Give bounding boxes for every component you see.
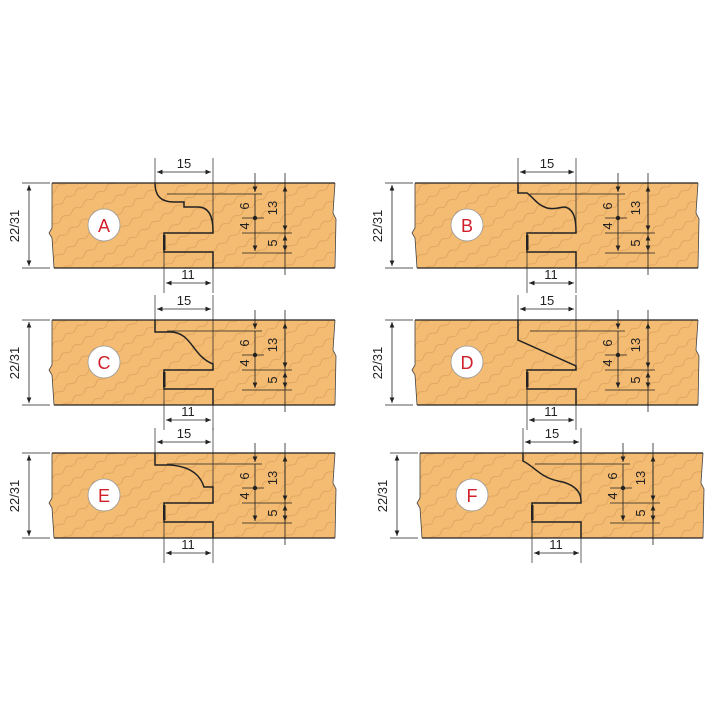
- depth-4-label: 4: [600, 222, 615, 229]
- width-bottom-label: 11: [181, 537, 195, 552]
- thickness-label: 22/31: [375, 480, 390, 513]
- width-bottom-label: 11: [544, 267, 558, 282]
- label-circle: [455, 478, 489, 512]
- board-right-edge: [332, 319, 337, 406]
- total-depth-label: 13: [265, 338, 280, 352]
- depth-6-label: 6: [600, 202, 615, 209]
- board-right-edge: [332, 182, 337, 269]
- board-right-edge: [700, 452, 705, 539]
- width-bottom-label: 11: [181, 267, 195, 282]
- panel-letter: B: [461, 216, 473, 236]
- reference-dot: [620, 485, 626, 491]
- reference-dot: [252, 485, 258, 491]
- width-top-label: 15: [540, 293, 554, 308]
- wood-grain: [49, 320, 336, 405]
- reference-dot: [615, 352, 621, 358]
- panel-letter: C: [98, 353, 111, 373]
- groove-slot: [163, 235, 166, 250]
- depth-4-label: 4: [237, 359, 252, 366]
- width-top-label: 15: [177, 293, 191, 308]
- groove-slot: [163, 372, 166, 387]
- depth-6-label: 6: [600, 339, 615, 346]
- groove-slot: [531, 505, 534, 520]
- groove-slot: [526, 235, 529, 250]
- depth-5-label: 5: [628, 376, 643, 383]
- width-top-label: 15: [177, 156, 191, 171]
- wood-grain: [412, 320, 699, 405]
- width-bottom-label: 11: [544, 404, 558, 419]
- board-left-edge: [416, 453, 423, 539]
- total-depth-label: 13: [628, 201, 643, 215]
- total-depth-label: 13: [265, 471, 280, 485]
- profile-outline: [154, 320, 214, 405]
- label-circle: [450, 345, 484, 379]
- profile-panel-c: C 22/31 15 11 6 4 5 13: [7, 293, 337, 430]
- board-left-edge: [48, 453, 55, 539]
- label-circle: [87, 345, 121, 379]
- depth-6-label: 6: [237, 202, 252, 209]
- wood-grain: [412, 183, 699, 268]
- board-left-edge: [411, 183, 418, 269]
- thickness-label: 22/31: [7, 480, 22, 513]
- label-circle: [87, 478, 121, 512]
- thickness-label: 22/31: [370, 347, 385, 380]
- width-top-label: 15: [177, 426, 191, 441]
- wood-grain: [49, 183, 336, 268]
- depth-6-label: 6: [605, 472, 620, 479]
- panel-letter: A: [98, 216, 110, 236]
- profile-outline: [154, 453, 214, 538]
- total-depth-label: 13: [633, 471, 648, 485]
- reference-dot: [615, 215, 621, 221]
- board-left-edge: [48, 320, 55, 406]
- board-right-edge: [695, 182, 700, 269]
- board-right-edge: [695, 319, 700, 406]
- board-left-edge: [411, 320, 418, 406]
- depth-5-label: 5: [628, 239, 643, 246]
- depth-4-label: 4: [605, 492, 620, 499]
- width-top-label: 15: [545, 426, 559, 441]
- total-depth-label: 13: [628, 338, 643, 352]
- panel-letter: F: [467, 486, 478, 506]
- panel-letter: D: [461, 353, 474, 373]
- wood-grain: [417, 453, 704, 538]
- depth-5-label: 5: [265, 509, 280, 516]
- profile-panel-e: E 22/31 15 11 6 4 5 13: [7, 426, 337, 563]
- profile-panel-f: F 22/31 15 11 6 4 5 13: [375, 426, 705, 563]
- thickness-label: 22/31: [7, 347, 22, 380]
- label-circle: [450, 208, 484, 242]
- thickness-label: 22/31: [370, 210, 385, 243]
- depth-5-label: 5: [265, 239, 280, 246]
- width-bottom-label: 11: [549, 537, 563, 552]
- depth-4-label: 4: [237, 222, 252, 229]
- groove-slot: [163, 505, 166, 520]
- profile-panel-b: B 22/31 15 11 6 4 5 13: [370, 156, 700, 293]
- reference-dot: [252, 352, 258, 358]
- groove-slot: [526, 372, 529, 387]
- depth-6-label: 6: [237, 472, 252, 479]
- reference-dot: [252, 215, 258, 221]
- depth-5-label: 5: [633, 509, 648, 516]
- depth-4-label: 4: [600, 359, 615, 366]
- depth-5-label: 5: [265, 376, 280, 383]
- profile-panel-a: A 22/31 15 11 6 4 5 13: [7, 156, 337, 293]
- board-left-edge: [48, 183, 55, 269]
- total-depth-label: 13: [265, 201, 280, 215]
- label-circle: [87, 208, 121, 242]
- depth-4-label: 4: [237, 492, 252, 499]
- width-bottom-label: 11: [181, 404, 195, 419]
- width-top-label: 15: [540, 156, 554, 171]
- thickness-label: 22/31: [7, 210, 22, 243]
- depth-6-label: 6: [237, 339, 252, 346]
- panel-letter: E: [98, 486, 110, 506]
- profile-panel-d: D 22/31 15 11 6 4 5 13: [370, 293, 700, 430]
- board-right-edge: [332, 452, 337, 539]
- wood-grain: [49, 453, 336, 538]
